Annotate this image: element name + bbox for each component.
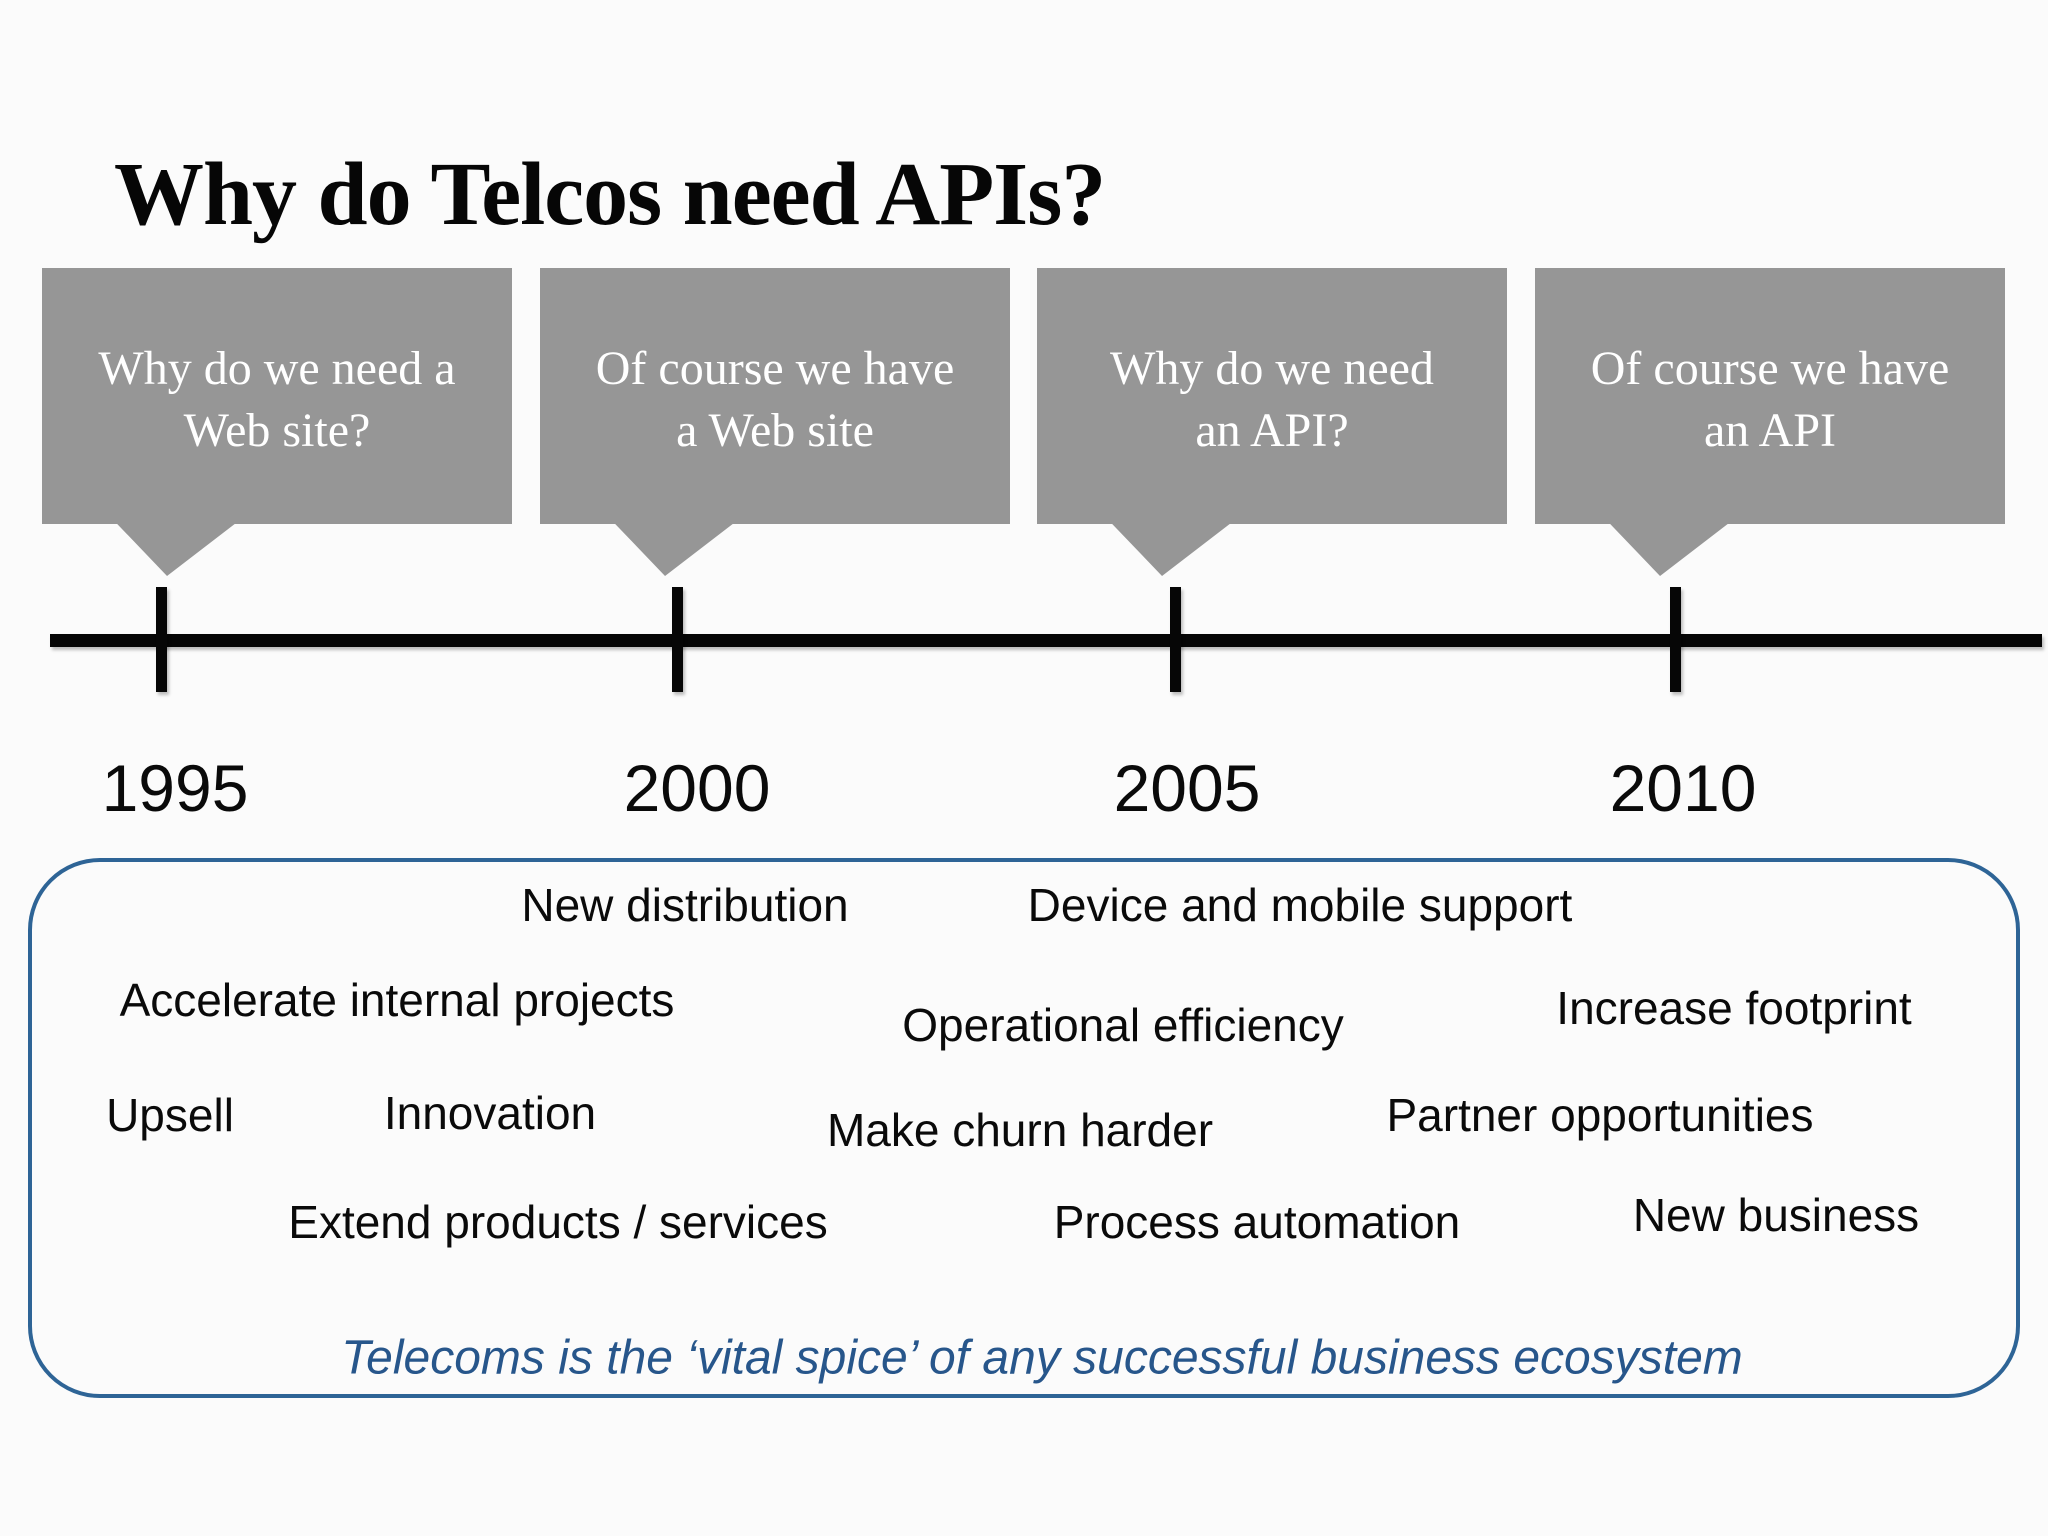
speech-bubble-2000: Of course we have a Web site [540, 268, 1010, 576]
phrase-partner-opportunities: Partner opportunities [1386, 1089, 1814, 1141]
phrase-new-distribution: New distribution [521, 879, 849, 931]
phrase-innovation: Innovation [383, 1087, 597, 1139]
speech-bubble-1995-text: Why do we need a Web site? [98, 342, 456, 457]
year-label-2010: 2010 [1609, 751, 1757, 825]
speech-bubble-2000-text: Of course we have a Web site [595, 342, 955, 457]
speech-bubble-1995: Why do we need a Web site? [42, 268, 512, 576]
timeline-tick-2010 [1670, 587, 1681, 692]
phrase-increase-footprint: Increase footprint [1556, 982, 1912, 1034]
year-label-1995: 1995 [101, 751, 249, 825]
phrase-accelerate-internal-projects: Accelerate internal projects [119, 974, 675, 1026]
phrase-new-business: New business [1632, 1189, 1920, 1241]
phrase-process-automation: Process automation [1053, 1196, 1461, 1248]
phrase-upsell: Upsell [106, 1089, 234, 1141]
timeline-tick-1995 [156, 587, 167, 692]
speech-bubble-2005: Why do we need an API? [1037, 268, 1507, 576]
phrase-make-churn-harder: Make churn harder [826, 1104, 1214, 1156]
benefits-box [28, 858, 2020, 1398]
speech-bubble-2010-text: Of course we have an API [1590, 342, 1950, 457]
phrase-extend-products-services: Extend products / services [288, 1196, 828, 1248]
year-label-2005: 2005 [1113, 751, 1261, 825]
timeline-tick-2000 [672, 587, 683, 692]
speech-bubble-2010: Of course we have an API [1535, 268, 2005, 576]
timeline-tick-2005 [1170, 587, 1181, 692]
page-title: Why do Telcos need APIs? [114, 145, 1106, 245]
timeline-axis [50, 634, 2042, 647]
year-label-2000: 2000 [623, 751, 771, 825]
tagline: Telecoms is the ‘vital spice’ of any suc… [341, 1331, 1743, 1385]
phrase-device-and-mobile-support: Device and mobile support [1027, 879, 1573, 931]
phrase-operational-efficiency: Operational efficiency [902, 999, 1344, 1051]
speech-bubble-2005-text: Why do we need an API? [1110, 342, 1434, 457]
